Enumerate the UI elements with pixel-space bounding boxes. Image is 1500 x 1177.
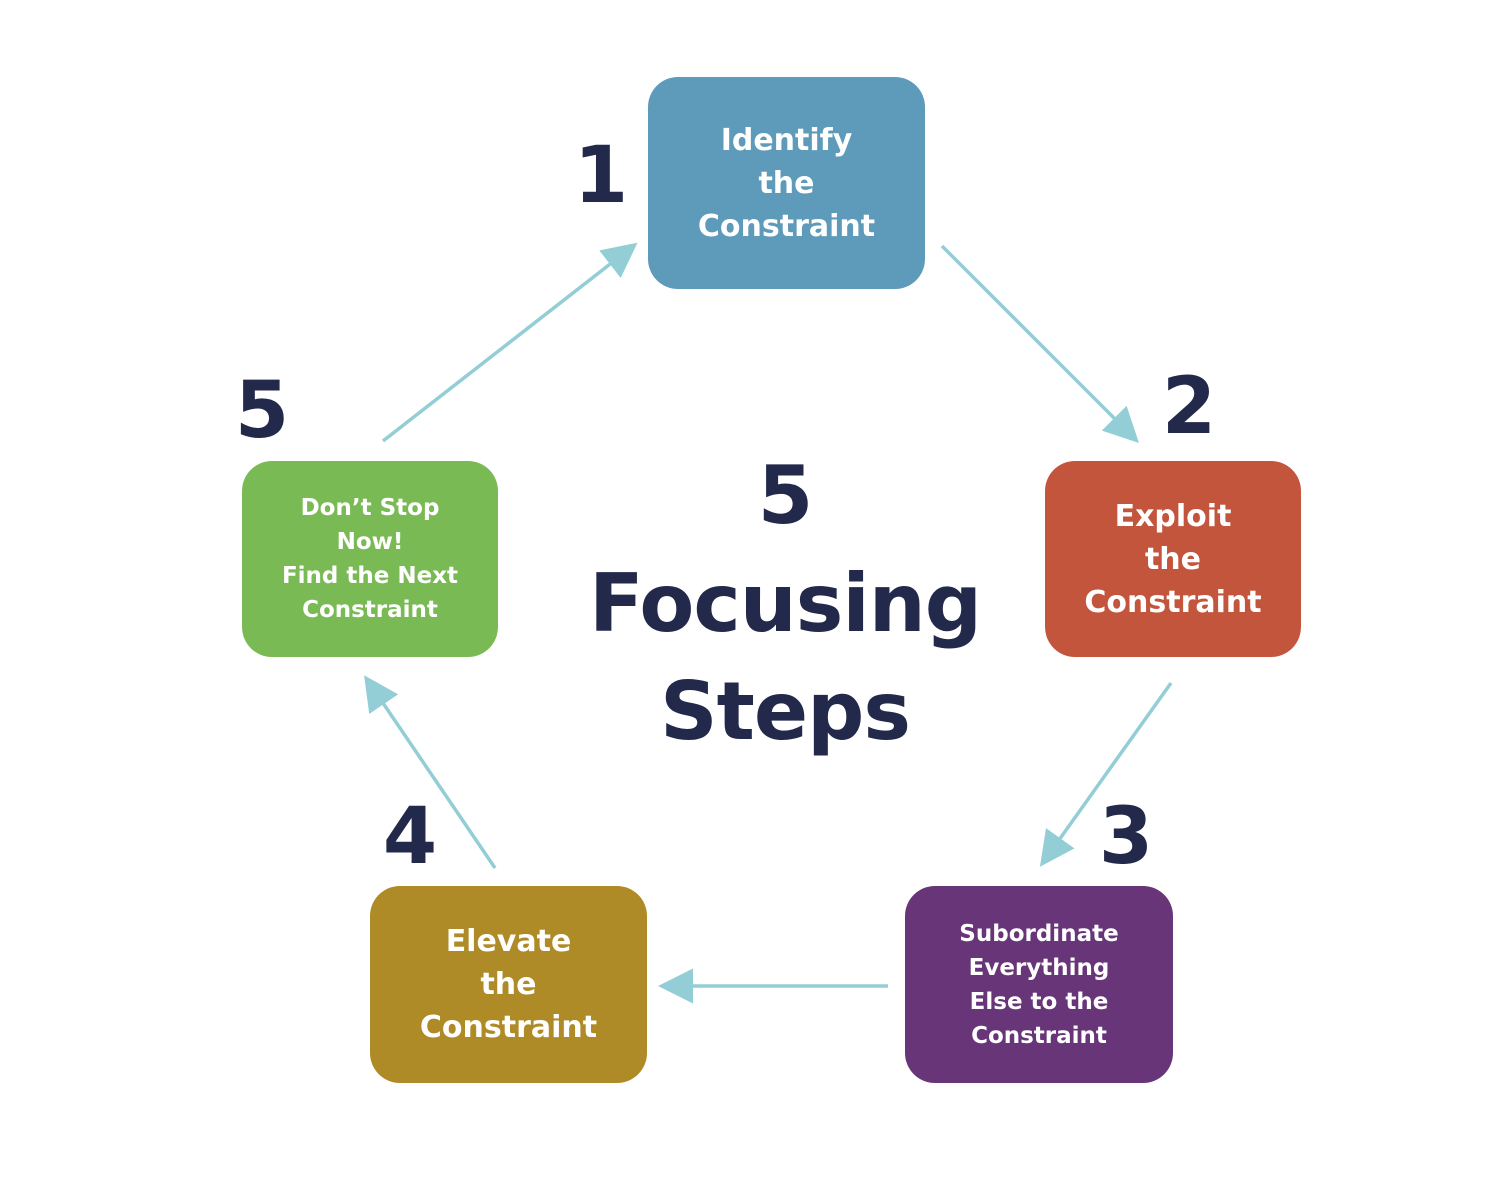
step-2-label-line: Exploit: [1114, 498, 1232, 534]
step-1-box: Identify the Constraint: [648, 77, 925, 289]
step-5-label-line: Don’t Stop: [300, 495, 440, 521]
step-4-box: Elevate the Constraint: [370, 886, 647, 1083]
arrow-step2-to-step3: [1039, 681, 1173, 867]
diagram-title: 5 Focusing Steps: [560, 442, 1010, 766]
step-4-label-line: Elevate: [445, 924, 572, 959]
step-5-label-line: Find the Next: [281, 563, 459, 589]
step-5-number: 5: [234, 366, 290, 456]
step-5-label-line: Now!: [336, 529, 404, 555]
step-1-label-line: Constraint: [697, 208, 876, 244]
step-5-label-line: Constraint: [302, 597, 438, 623]
step-3-label-line: Constraint: [971, 1022, 1107, 1049]
step-4-label-line: the: [480, 967, 537, 1002]
step-3-number: 3: [1098, 792, 1154, 882]
title-line-2: Steps: [660, 665, 911, 758]
step-2-label-line: Constraint: [1084, 584, 1262, 620]
step-1-number: 1: [573, 131, 629, 221]
step-2-number: 2: [1161, 362, 1217, 452]
step-2-box: Exploit the Constraint: [1045, 461, 1301, 657]
arrow-step5-to-step1: [381, 242, 638, 443]
step-1-label-line: Identify: [720, 122, 853, 158]
step-3-label-line: Everything: [968, 954, 1110, 981]
step-1-label-line: the: [758, 165, 815, 201]
step-3-box: Subordinate Everything Else to the Const…: [905, 886, 1173, 1083]
arrow-step4-to-step5: [364, 675, 497, 869]
title-line-1: 5 Focusing: [589, 449, 982, 650]
step-3-label-line: Subordinate: [959, 920, 1119, 947]
step-4-label-line: Constraint: [419, 1010, 598, 1045]
step-5-box: Don’t Stop Now! Find the Next Constraint: [242, 461, 498, 657]
step-3-label-line: Else to the: [969, 988, 1109, 1015]
arrow-step1-to-step2: [940, 244, 1139, 443]
step-4-number: 4: [382, 792, 438, 882]
step-2-label-line: the: [1144, 541, 1202, 577]
